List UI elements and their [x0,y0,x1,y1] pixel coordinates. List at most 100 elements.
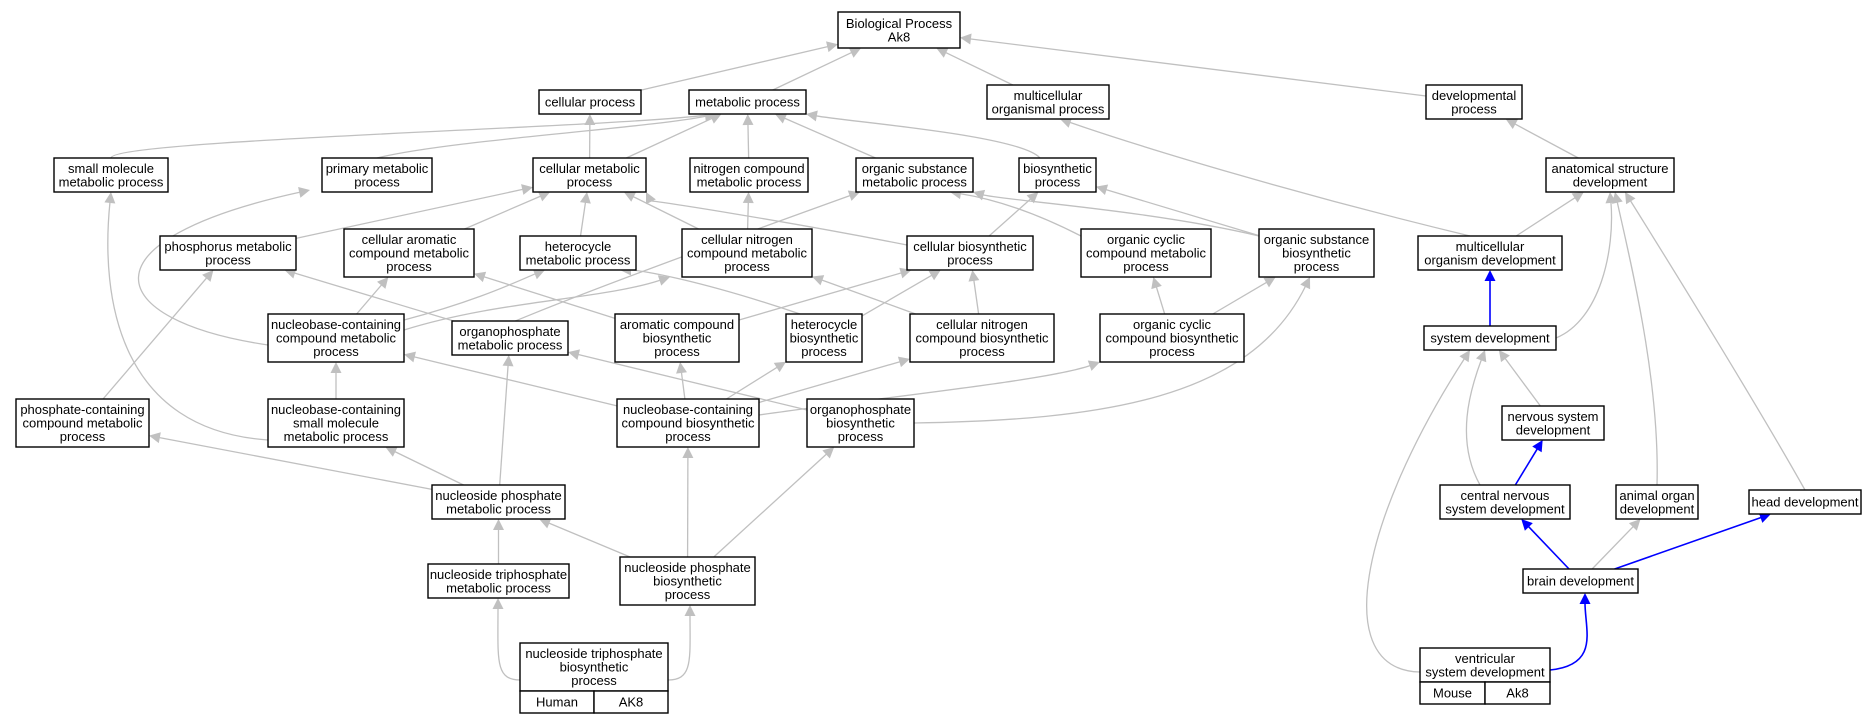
node-box [614,313,740,363]
node-label-line: small molecule [68,161,154,176]
arrowhead [568,349,580,361]
node-label-line: process [205,252,251,267]
arrowhead [709,113,722,124]
go-term-braindev[interactable]: brain development [1522,568,1639,594]
species-label: Human [519,690,595,714]
edge-nervous-to-sysdev [1498,350,1541,407]
arrowhead [773,361,786,373]
edge-cellnitrobio-to-cellbio [968,270,980,315]
edge-line [1515,196,1576,237]
gene-label: Ak8 [1484,681,1551,705]
go-term-nuctribio[interactable]: nucleoside triphosphatebiosyntheticproce… [519,642,669,714]
arrowhead [104,192,116,204]
node-label-line: organic substance [1264,232,1370,247]
edge-line [403,279,661,331]
node-label-line: system development [1425,664,1545,679]
edge-cns-to-sysdev [1465,350,1487,486]
node-label-line: process [354,174,400,189]
go-term-metabolic[interactable]: metabolic process [688,89,807,115]
arrowhead [657,275,670,286]
node-label-line: anatomical structure [1551,161,1668,176]
edge-nucphosbio-to-orgphosbio [713,447,835,558]
edge-line [1629,200,1806,491]
node-box [688,89,807,115]
arrowhead [1484,270,1496,281]
node-box [909,313,1055,363]
species-label: Mouse [1419,681,1486,705]
arrowhead [742,192,754,204]
node-label-line: process [654,344,700,359]
edge-braindev-to-cns [1521,519,1570,570]
node-label-line: compound metabolic [23,416,143,431]
arrowhead [1087,360,1100,371]
edge-biosyn-to-metabolic [806,110,1041,159]
edge-line [499,364,509,486]
arrowhead [826,41,838,53]
go-term-cellular[interactable]: cellular process [538,89,642,115]
edge-arombio-to-cellarom [474,271,616,319]
edge-line [982,194,1260,237]
node-label-line: biosynthetic [790,331,859,346]
go-term-sysdev[interactable]: system development [1423,325,1557,351]
arrowhead [377,277,389,289]
node-label-line: process [665,587,711,602]
edge-line [772,51,853,91]
node-label-line: process [313,344,359,359]
node-box [616,398,760,448]
edge-line [1155,286,1166,315]
edge-nitro-to-metabolic [742,114,754,159]
arrowhead [149,432,161,444]
arrowhead [521,184,533,195]
go-term-headdev[interactable]: head development [1748,489,1862,515]
edge-line [626,117,713,159]
arrowhead [474,271,487,283]
node-label-line: multicellular [1456,239,1525,254]
arrowhead [1096,184,1109,196]
arrowhead [539,518,552,529]
svg-text:Mouse: Mouse [1433,686,1472,701]
node-label-line: organic cyclic [1107,232,1186,247]
node-label-line: nitrogen compound [693,161,804,176]
edge-line [988,198,1032,237]
node-box [1099,313,1245,363]
node-box [267,398,405,448]
node-label-line: metabolic process [284,429,389,444]
edge-line [680,371,686,400]
